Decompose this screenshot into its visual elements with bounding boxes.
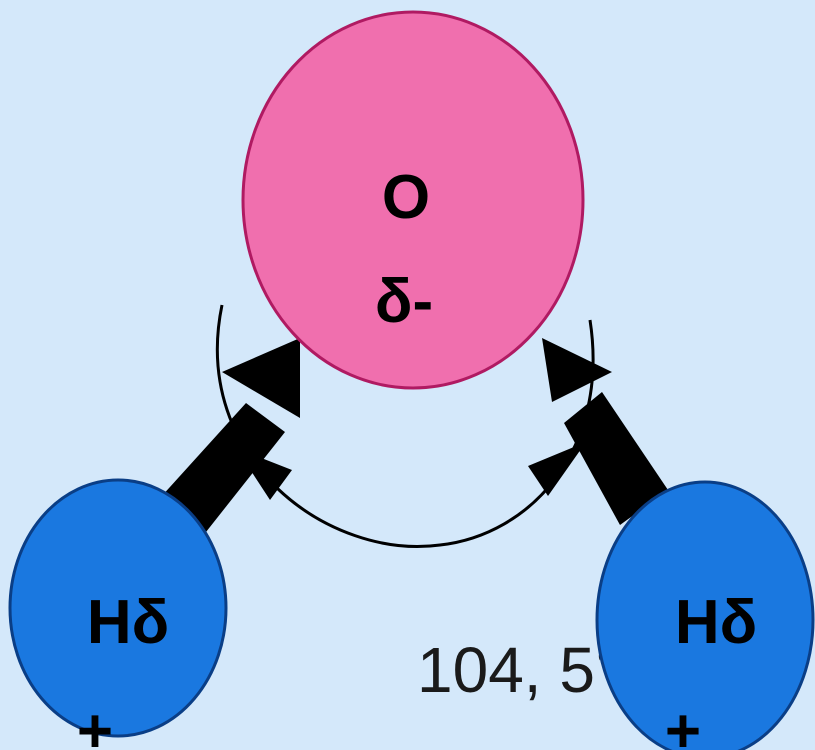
bond-arrow-right [542,338,668,525]
oxygen-atom: O δ- [241,10,585,390]
hydrogen-atom-left: Hδ + [8,478,228,750]
hydrogen-atom-right: Hδ + [595,480,815,750]
bond-arrow-left [160,338,300,532]
angle-arc-arrowhead-right [528,442,586,496]
oxygen-symbol: O [382,163,430,232]
bond-angle-label: 104, 5° [417,634,621,706]
oxygen-charge: δ- [375,267,433,336]
hydrogen-left-charge: + [77,697,113,750]
hydrogen-right-symbol: Hδ [675,588,757,657]
hydrogen-right-charge: + [665,697,701,750]
hydrogen-left-symbol: Hδ [87,588,169,657]
